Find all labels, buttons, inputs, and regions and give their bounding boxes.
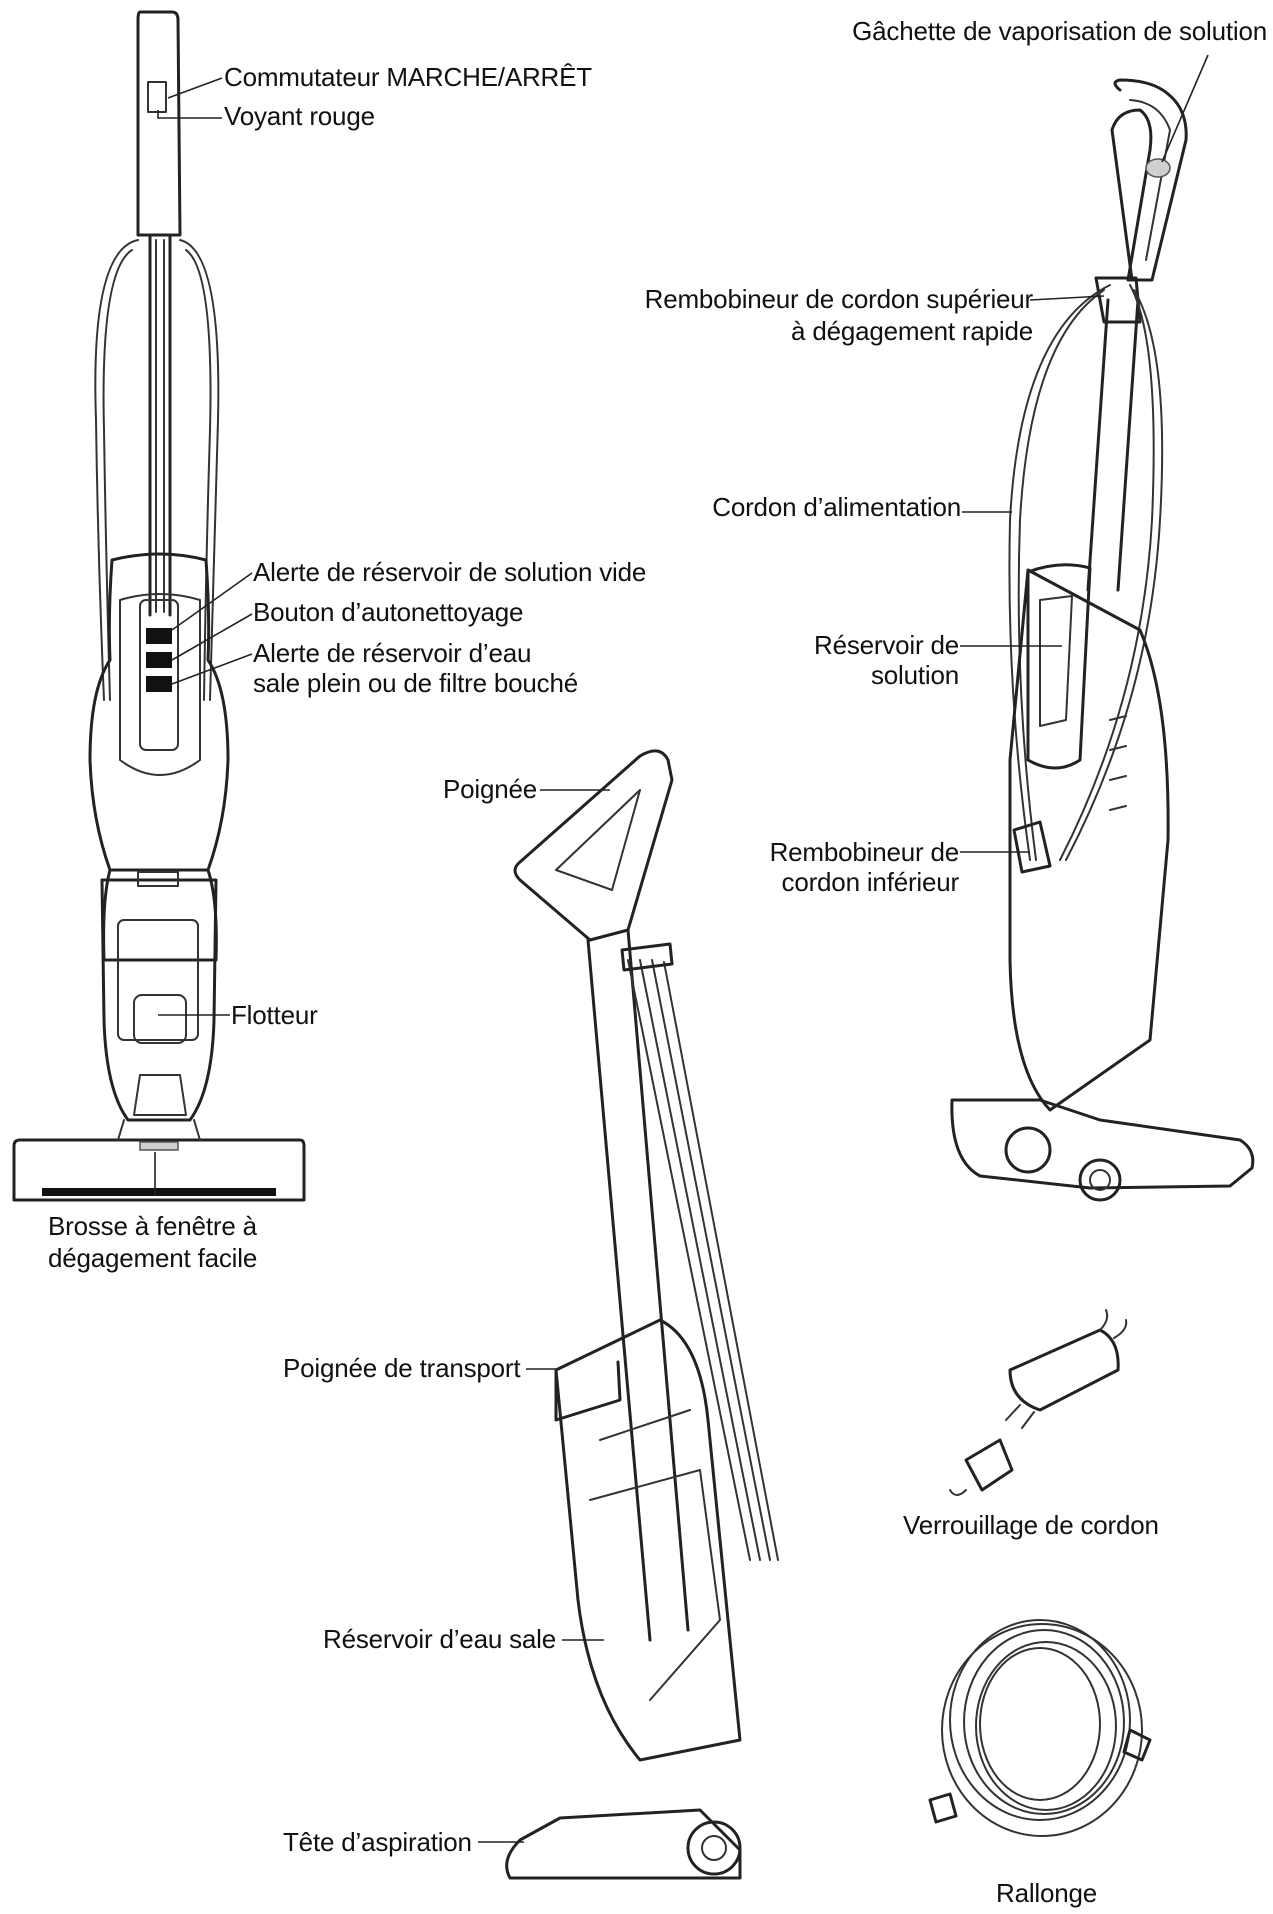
leader-lines (155, 55, 1208, 1842)
label-lower-cord-wrap-line2: cordon inférieur (782, 867, 959, 898)
label-solution-tank-line2: solution (871, 660, 959, 691)
cord-lock-illustration (950, 1310, 1126, 1495)
label-dirty-tank-alert-line2: sale plein ou de filtre bouché (253, 668, 578, 699)
label-upper-cord-wrap-line2: à dégagement rapide (791, 316, 1033, 347)
label-handle: Poignée (443, 774, 537, 805)
label-extension-cord: Rallonge (996, 1878, 1097, 1909)
label-dirty-tank-alert-line1: Alerte de réservoir d’eau (253, 638, 531, 669)
extension-cord-illustration (930, 1620, 1150, 1836)
label-upper-cord-wrap-line1: Rembobineur de cordon supérieur (645, 284, 1033, 315)
label-spray-trigger: Gâchette de vaporisation de solution (852, 16, 1267, 47)
side-view-machine (507, 751, 778, 1878)
label-window-brush-line2: dégagement facile (48, 1243, 257, 1274)
label-dirty-water-tank: Réservoir d’eau sale (323, 1624, 556, 1655)
label-red-light: Voyant rouge (224, 101, 375, 132)
label-nozzle: Tête d’aspiration (283, 1827, 472, 1858)
label-window-brush-line1: Brosse à fenêtre à (48, 1211, 257, 1242)
label-carry-handle: Poignée de transport (283, 1353, 520, 1384)
label-cord-lock: Verrouillage de cordon (903, 1510, 1159, 1541)
label-float: Flotteur (231, 1000, 318, 1031)
label-on-off-switch: Commutateur MARCHE/ARRÊT (224, 62, 592, 93)
label-power-cord: Cordon d’alimentation (712, 492, 961, 523)
label-empty-solution-alert: Alerte de réservoir de solution vide (253, 557, 646, 588)
label-self-clean-button: Bouton d’autonettoyage (253, 597, 523, 628)
right-view-machine (952, 80, 1253, 1200)
label-lower-cord-wrap-line1: Rembobineur de (770, 837, 959, 868)
label-solution-tank-line1: Réservoir de (814, 630, 959, 661)
